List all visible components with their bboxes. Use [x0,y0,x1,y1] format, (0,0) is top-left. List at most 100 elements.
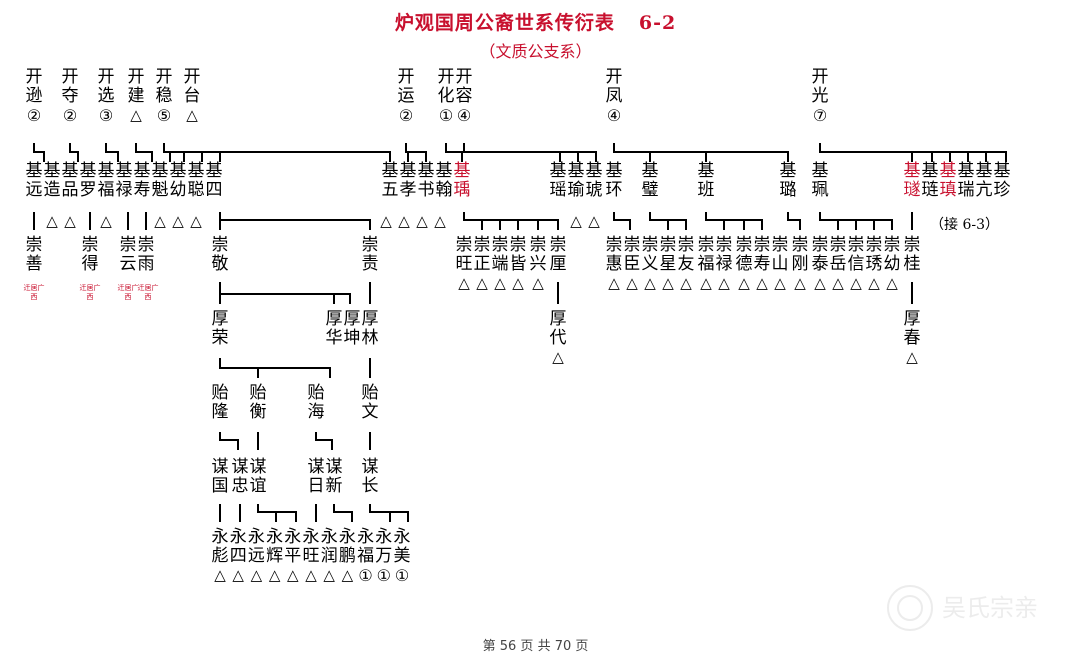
ji-person: 基珍 [993,161,1011,200]
connector [33,143,45,162]
ji-person: 基亢 [975,161,993,200]
chong-person: 崇禄△ [715,235,733,293]
ji-person: 基造 [43,161,61,200]
no-descendant-mark: △ [398,212,410,230]
connector [315,432,333,450]
hou-person: 厚代△ [549,309,567,367]
hou-person: 厚林 [361,309,379,348]
ji-person: 基品 [61,161,79,200]
chong-person: 崇寿△ [753,235,771,293]
chong-person: 崇福△ [697,235,715,293]
connector [649,212,687,230]
yong-person: 永平△ [284,527,302,585]
migration-note: 迁居广西 [23,284,45,301]
connector [105,143,119,162]
chong-person: 崇旺△ [455,235,473,293]
connector [445,143,463,162]
kai-person: 开台△ [183,67,201,125]
ji-person: 基瑜 [567,161,585,200]
ji-person: 基远 [25,161,43,200]
chong-person: 崇云 [119,235,137,274]
chong-person: 崇兴△ [529,235,547,293]
ji-person: 基寿 [133,161,151,200]
migration-note: 迁居广西 [117,284,139,301]
connector [219,212,371,230]
ji-person: 基五 [381,161,399,200]
no-descendant-mark: △ [64,212,76,230]
connector [819,212,893,230]
chong-person: 崇山△ [771,235,789,293]
mou-person: 谋忠 [231,457,249,496]
chong-person: 崇厘 [549,235,567,274]
chong-person: 崇惠△ [605,235,623,293]
chong-person: 崇泰△ [811,235,829,293]
connector [819,143,1007,162]
connector [463,212,559,230]
chong-person: 崇幼△ [883,235,901,293]
hou-person: 厚春△ [903,309,921,367]
ji-person: 基书 [417,161,435,200]
page-footer: 第 56 页 共 70 页 [482,639,589,654]
mou-person: 谋国 [211,457,229,496]
yong-person: 永润△ [320,527,338,585]
connector [257,504,297,522]
connector [613,212,631,230]
no-descendant-mark: △ [588,212,600,230]
svg-text:吴氏宗亲: 吴氏宗亲 [942,594,1038,622]
chong-person: 崇得 [81,235,99,274]
chong-person: 崇星△ [659,235,677,293]
no-descendant-mark: △ [100,212,112,230]
connector [219,282,351,304]
chong-person: 崇端△ [491,235,509,293]
chong-person: 崇正△ [473,235,491,293]
yong-person: 永鹏△ [338,527,356,585]
hou-person: 厚荣 [211,309,229,348]
ji-person: 基瑀 [453,161,471,200]
connector [705,212,763,230]
connector [163,143,391,162]
chong-person: 崇敬 [211,235,229,274]
no-descendant-mark: △ [416,212,428,230]
ji-person: 基福 [97,161,115,200]
ji-person: 基瑶 [549,161,567,200]
chong-person: 崇德△ [735,235,753,293]
ji-person: 基珮 [811,161,829,200]
ji-person: 基瑞 [957,161,975,200]
yong-person: 永辉△ [266,527,284,585]
yong-person: 永旺△ [302,527,320,585]
hou-person: 厚坤 [343,309,361,348]
no-descendant-mark: △ [380,212,392,230]
no-descendant-mark: △ [172,212,184,230]
yi-person: 贻海 [307,383,325,422]
ji-person: 基魁 [151,161,169,200]
no-descendant-mark: △ [46,212,58,230]
ji-person: 基璲 [903,161,921,200]
yi-person: 贻隆 [211,383,229,422]
ji-person: 基禄 [115,161,133,200]
connector [463,143,597,162]
chong-person: 崇皆△ [509,235,527,293]
connector [219,358,331,378]
connector [405,143,427,162]
yong-person: 永远△ [247,527,265,585]
no-descendant-mark: △ [434,212,446,230]
chong-person: 崇善 [25,235,43,274]
chong-person: 崇岳△ [829,235,847,293]
chong-person: 崇桂 [903,235,921,274]
mou-person: 谋新 [325,457,343,496]
mou-person: 谋长 [361,457,379,496]
chong-person: 崇琇△ [865,235,883,293]
ji-person: 基琏 [921,161,939,200]
chong-person: 崇友△ [677,235,695,293]
no-descendant-mark: △ [190,212,202,230]
